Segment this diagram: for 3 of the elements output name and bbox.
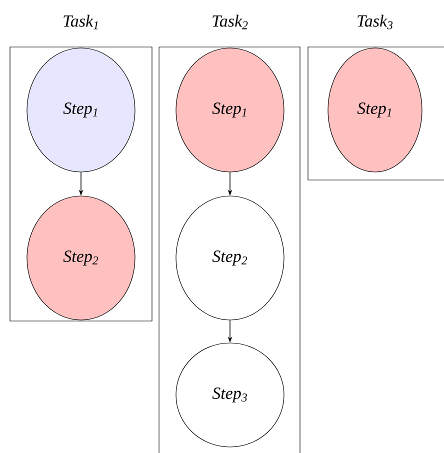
task-title: Task$_{2}$	[212, 14, 248, 30]
task-title: Task$_{1}$	[64, 14, 98, 30]
task-title: Task$_{3}$	[358, 14, 393, 30]
